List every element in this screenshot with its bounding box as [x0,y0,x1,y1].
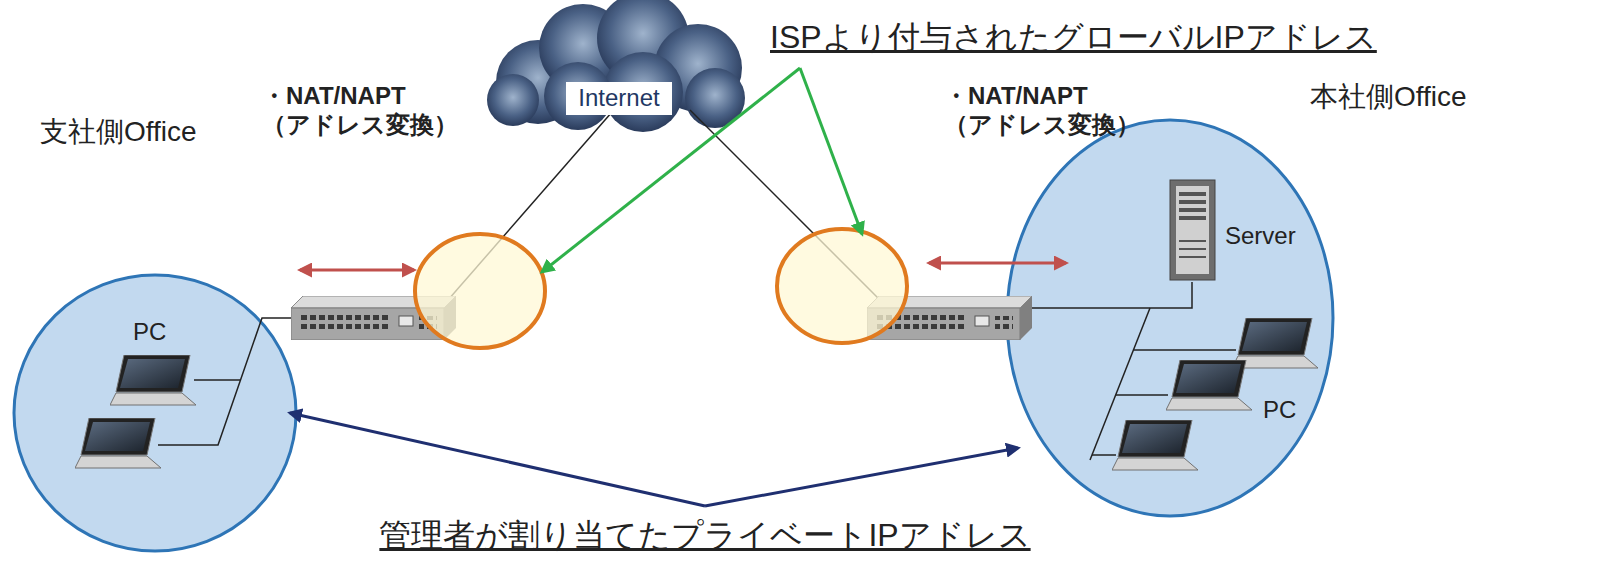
lan-wire [1133,349,1236,351]
office-ellipse [1007,120,1333,516]
router-icon [867,296,1032,340]
laptop-icon [1232,318,1318,368]
uplink-line [690,110,880,300]
laptop-icon [75,418,161,468]
lan-wire [1116,394,1168,396]
router-icon [291,296,456,340]
office-ellipse [14,275,296,551]
uplink-line [448,112,612,300]
wan-highlight [777,229,907,343]
lan-wire [1092,454,1116,456]
lan-wire [158,318,293,445]
cloud-puff [685,68,745,128]
laptop-icon [1112,420,1198,470]
lan-wire [1090,308,1150,460]
server-icon [1170,180,1215,280]
nat-arrow [300,269,414,272]
office-outline [12,273,298,553]
device-label: PC [1263,396,1296,425]
lan-wire [194,379,241,381]
callout-arrow [800,68,862,234]
callout-arrow [705,448,1018,506]
office-circle: 本社側OfficeServerPC [1005,118,1335,518]
nat-label: ・NAT/NAPT （アドレス変換） [944,82,1159,140]
cloud-puff [487,74,539,126]
office-title: 支社側Office [40,115,197,149]
callout-label: 管理者が割り当てたプライベートIPアドレス [379,516,1030,554]
office-title: 本社側Office [1310,80,1467,114]
cloud-label: Internet [566,82,671,115]
callout-arrow [542,68,800,272]
laptop-icon [1166,360,1252,410]
laptop-icon [110,355,196,405]
callout-label: ISPより付与されたグローバルIPアドレス [770,18,1377,56]
cloud-puffs [487,0,745,132]
wan-highlight [415,234,545,348]
callout-arrow [290,413,705,506]
nat-arrow [929,262,1066,265]
internet-cloud: Internet [483,0,755,130]
office-circle: 支社側OfficePC [12,273,298,553]
nat-label: ・NAT/NAPT （アドレス変換） [262,82,477,140]
device-label: Server [1225,222,1296,251]
lan-wire [1030,282,1192,308]
office-outline [1005,118,1335,518]
device-label: PC [133,318,166,347]
